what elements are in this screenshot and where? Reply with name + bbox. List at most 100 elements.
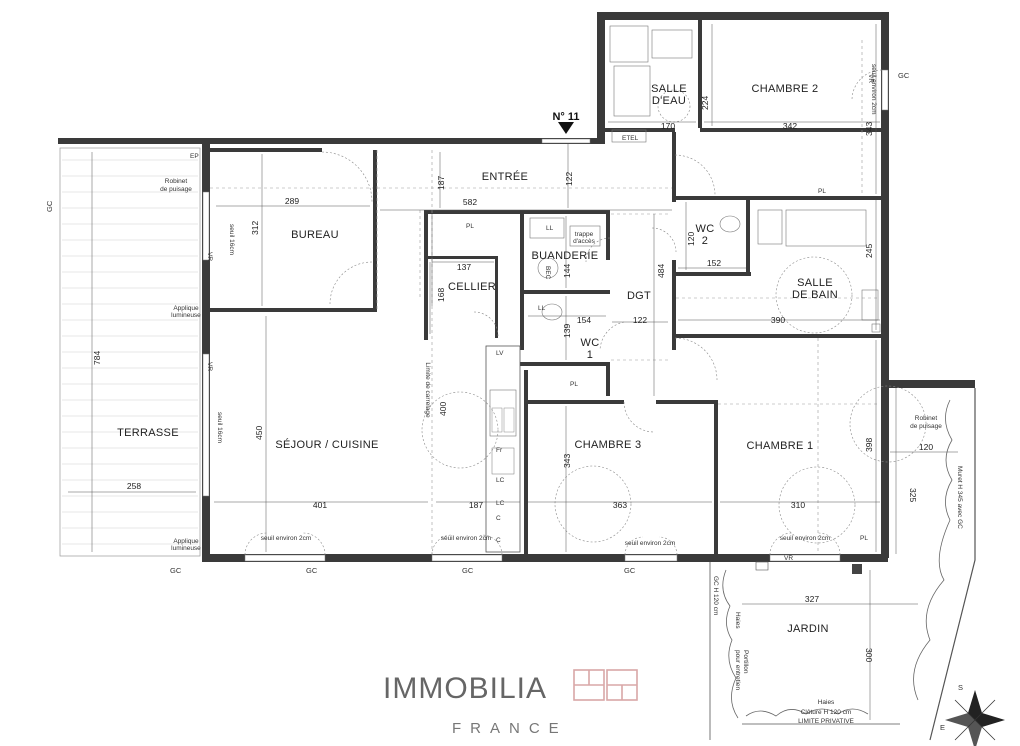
room-chambre-2: CHAMBRE 2	[752, 83, 819, 95]
label-haies-1: Haies	[734, 612, 741, 629]
label-lc-1: LC	[496, 477, 505, 484]
label-lv: LV	[496, 350, 504, 357]
label-ll-2: LL	[538, 305, 546, 312]
room-wc-2: WC	[696, 223, 715, 235]
dim-144: 144	[562, 264, 572, 278]
dim-289: 289	[285, 196, 299, 206]
dim-122a: 122	[564, 172, 574, 186]
dim-168: 168	[436, 288, 446, 302]
label-gc-left: GC	[45, 200, 54, 212]
room-salle-eau-b: D'EAU	[652, 95, 686, 107]
label-robinet-1: Robinet	[165, 178, 188, 185]
label-applique-1b: lumineuse	[171, 312, 201, 319]
dim-120: 120	[686, 232, 696, 246]
label-trappe: trappe	[575, 231, 594, 238]
dim-310: 310	[791, 500, 805, 510]
room-bureau: BUREAU	[291, 229, 339, 241]
dim-137: 137	[457, 262, 471, 272]
dim-398: 398	[864, 438, 874, 452]
label-seuil-env-1: seuil environ 2cm	[261, 535, 312, 542]
label-seuil-env-3: seuil environ 2cm	[625, 540, 676, 547]
dim-400: 400	[438, 402, 448, 416]
label-muret: Muret H 345 avec GC	[956, 466, 963, 529]
dim-582: 582	[463, 197, 477, 207]
label-applique-2b: lumineuse	[171, 545, 201, 552]
label-robinet-2b: de puisage	[910, 423, 942, 430]
label-portillon: Portillon	[742, 650, 749, 674]
brand-logo-mark	[573, 669, 638, 701]
label-c-1: C	[496, 515, 501, 522]
dim-390: 390	[771, 315, 785, 325]
compass-icon	[945, 690, 1005, 746]
dim-342: 342	[783, 121, 797, 131]
label-seuil-env-4: seuil environ 2cm	[780, 535, 831, 542]
label-seuil-ch2: seuil environ 2cm	[870, 64, 877, 115]
dim-312: 312	[250, 221, 260, 235]
room-chambre-3: CHAMBRE 3	[575, 439, 642, 451]
brand-name: IMMOBILIA	[383, 672, 547, 705]
room-salle-eau: SALLE	[651, 83, 687, 95]
dim-450: 450	[254, 426, 264, 440]
room-wc-1-b: 1	[587, 349, 593, 361]
room-chambre-1: CHAMBRE 1	[747, 440, 814, 452]
room-salle-bain: SALLE	[797, 277, 833, 289]
label-gc-top: GC	[898, 71, 910, 80]
compass-e: E	[940, 723, 945, 732]
label-gc-h120: GC H 120 cm	[712, 576, 719, 615]
dim-484: 484	[656, 264, 666, 278]
label-seuil-env-2: seuil environ 2cm	[441, 535, 492, 542]
dim-170: 170	[661, 121, 675, 131]
label-limite-privative: LIMITE PRIVATIVE	[798, 718, 854, 725]
kitchen-counter	[485, 345, 521, 553]
label-gc-b3: GC	[462, 566, 474, 575]
apartment-marker	[558, 122, 574, 134]
label-pl-4: PL	[860, 535, 868, 542]
label-vr-1: VR	[206, 252, 213, 261]
dim-343a: 343	[864, 122, 874, 136]
label-gc-b1: GC	[170, 566, 182, 575]
room-sejour: SÉJOUR / CUISINE	[275, 438, 378, 451]
windows	[202, 69, 889, 562]
apartment-label: N° 11	[552, 111, 579, 123]
dimension-lines	[214, 24, 958, 720]
compass-s: S	[958, 683, 963, 692]
label-gc-b4: GC	[624, 566, 636, 575]
dim-154: 154	[577, 315, 591, 325]
dim-139: 139	[562, 324, 572, 338]
room-salle-bain-b: DE BAIN	[792, 289, 838, 301]
dim-363: 363	[613, 500, 627, 510]
room-buanderie: BUANDERIE	[532, 250, 599, 262]
label-vr-3: VR	[784, 555, 793, 562]
dim-245: 245	[864, 244, 874, 258]
label-robinet-2: Robinet	[915, 415, 938, 422]
dim-300: 300	[864, 648, 874, 662]
dashed-lines	[210, 40, 880, 554]
interior-walls	[210, 20, 883, 554]
label-vr-2: VR	[206, 362, 213, 371]
dim-120b: 120	[919, 442, 933, 452]
exterior-walls	[202, 12, 975, 562]
label-seuil-2: seuil 16cm	[216, 412, 223, 443]
label-seuil-1: seuil 16cm	[228, 224, 235, 255]
dim-327: 327	[805, 594, 819, 604]
room-wc-2-b: 2	[702, 235, 708, 247]
label-applique-1: Applique	[173, 305, 199, 312]
room-wc-1: WC	[581, 337, 600, 349]
label-limite-carrelage: Limite de carrelage	[424, 362, 431, 418]
label-applique-2: Applique	[173, 538, 199, 545]
label-bec: BEC	[544, 266, 551, 280]
dim-224: 224	[700, 96, 710, 110]
room-jardin: JARDIN	[787, 623, 829, 635]
sanitary-fixtures	[529, 25, 881, 333]
label-portillon-b: pour entretien	[734, 650, 741, 690]
dim-325: 325	[908, 488, 918, 502]
dim-258: 258	[127, 481, 141, 491]
room-terrasse: TERRASSE	[117, 427, 179, 439]
label-ll-1: LL	[546, 225, 554, 232]
label-gc-b2: GC	[306, 566, 318, 575]
garden-area	[709, 388, 976, 741]
room-entree: ENTRÉE	[482, 170, 528, 183]
label-vr-4: VR	[867, 74, 874, 83]
dim-343b: 343	[562, 454, 572, 468]
